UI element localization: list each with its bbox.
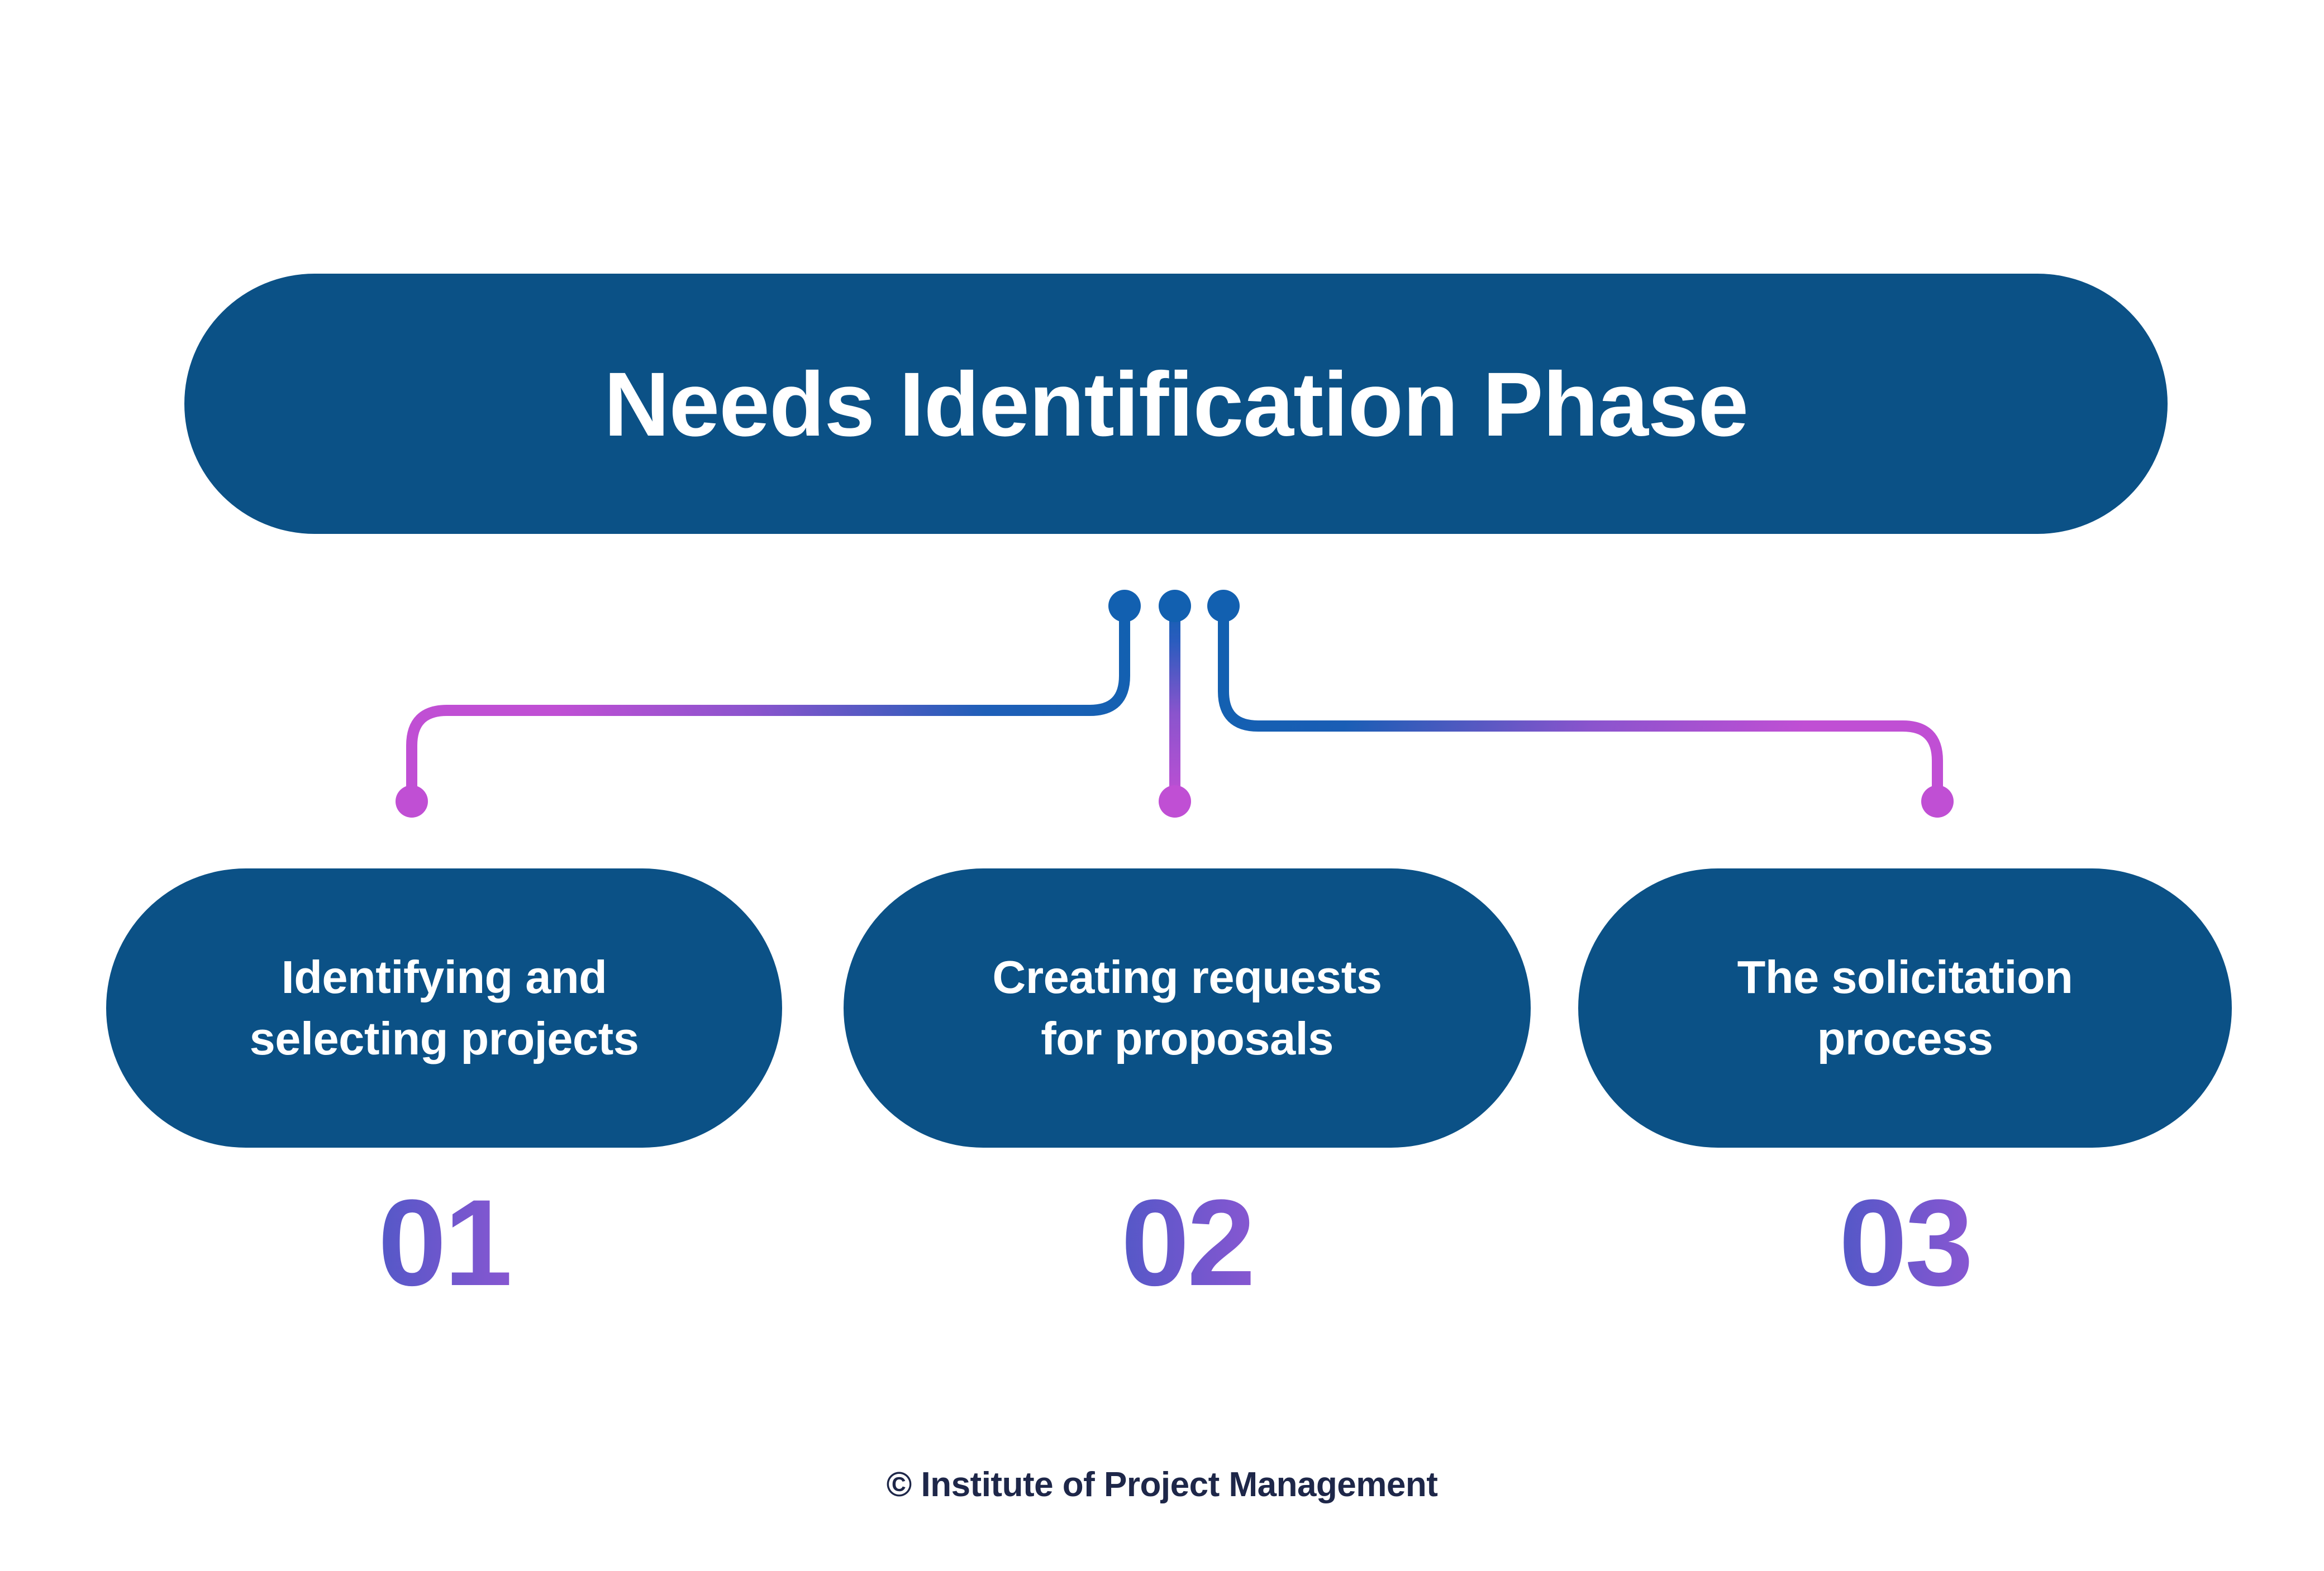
step-number-2: 02 [844, 1159, 1531, 1326]
step-pill-1[interactable]: Identifying and selecting projects [106, 868, 782, 1148]
footer: © Institute of Project Management [0, 1468, 2324, 1502]
hub-dot-3 [1207, 590, 1240, 622]
step-label-2: Creating requests for proposals [992, 947, 1382, 1070]
hub-dot-1 [1108, 590, 1141, 622]
step-label-1-line2: selecting projects [249, 1013, 639, 1064]
step-label-3-line2: process [1817, 1013, 1993, 1064]
step-pill-row: Identifying and selecting projects Creat… [0, 868, 2324, 1148]
step-pill-3[interactable]: The solicitation process [1578, 868, 2232, 1148]
step-number-3: 03 [1578, 1159, 2232, 1326]
step-label-3-line1: The solicitation [1737, 951, 2073, 1003]
hub-dot-2 [1159, 590, 1191, 622]
step-label-1: Identifying and selecting projects [250, 947, 639, 1070]
copyright-text: © Institute of Project Management [886, 1465, 1438, 1504]
end-dot-1 [396, 785, 428, 818]
step-number-1: 01 [106, 1159, 782, 1326]
step-pill-2[interactable]: Creating requests for proposals [844, 868, 1531, 1148]
end-dot-3 [1921, 785, 1954, 818]
step-label-1-line1: Identifying and [281, 951, 607, 1003]
step-label-3: The solicitation process [1737, 947, 2073, 1070]
header-pill: Needs Identification Phase [184, 274, 2168, 534]
end-dot-2 [1159, 785, 1191, 818]
connector-path-right [1218, 600, 1943, 807]
step-number-row: 01 02 03 [0, 1159, 2324, 1326]
page-title: Needs Identification Phase [603, 352, 1749, 455]
connector-path-left [406, 600, 1130, 807]
step-label-2-line2: for proposals [1041, 1013, 1334, 1064]
step-label-2-line1: Creating requests [992, 951, 1382, 1003]
